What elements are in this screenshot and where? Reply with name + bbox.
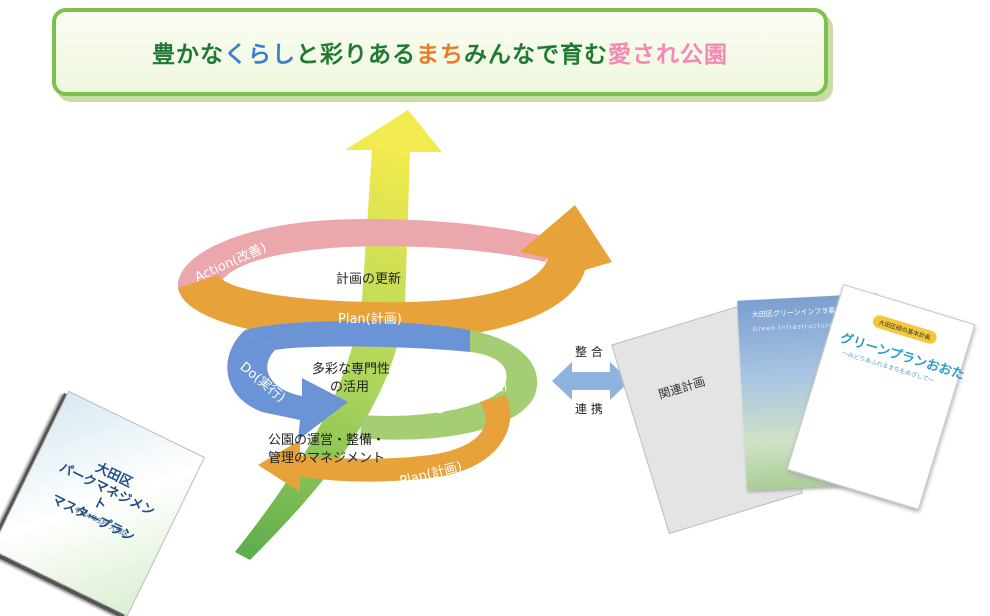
update-label: 計画の更新: [336, 271, 401, 287]
action-band: [177, 219, 560, 295]
expertise-label-line1: 多彩な専門性: [312, 361, 390, 377]
plan-bottom-band: [258, 395, 511, 492]
slogan-part-5: みんなで育む: [464, 42, 608, 68]
green-infrastructure-subtitle: Green Infrastructure: [752, 321, 834, 334]
slogan-part-3: と彩りある: [296, 42, 416, 68]
slogan-part-4: まち: [416, 42, 464, 68]
plan-top-band: [178, 205, 612, 341]
management-label-line1: 公園の運営・整備・: [268, 432, 385, 448]
slogan-part-6: 愛され公園: [608, 42, 728, 68]
pdca-cycle-diagram: Action(改善) Plan(計画) 計画の更新 多彩な専門性 の活用 Do(…: [177, 110, 630, 560]
integration-double-arrow: [552, 362, 630, 400]
link-label-bottom: 連 携: [575, 401, 603, 416]
link-label-top: 整 合: [575, 344, 603, 359]
slogan-part-1: 豊かな: [152, 42, 224, 68]
plan-top-label: Plan(計画): [338, 311, 402, 327]
expertise-label-line2: の活用: [330, 380, 369, 395]
management-label-line2: 管理のマネジメント: [268, 451, 385, 466]
slogan-banner: 豊かなくらしと彩りあるまち みんなで育む愛され公園: [52, 8, 828, 96]
do-band-top: [245, 321, 470, 352]
do-band: [227, 330, 348, 440]
booklet-title: 大田区 パークマネジメント マスタープラン: [40, 445, 167, 551]
slogan-text: 豊かなくらしと彩りあるまち みんなで育む愛され公園: [56, 12, 824, 92]
slogan-part-2: くらし: [224, 42, 296, 68]
related-plan-label: 関連計画: [656, 374, 707, 402]
